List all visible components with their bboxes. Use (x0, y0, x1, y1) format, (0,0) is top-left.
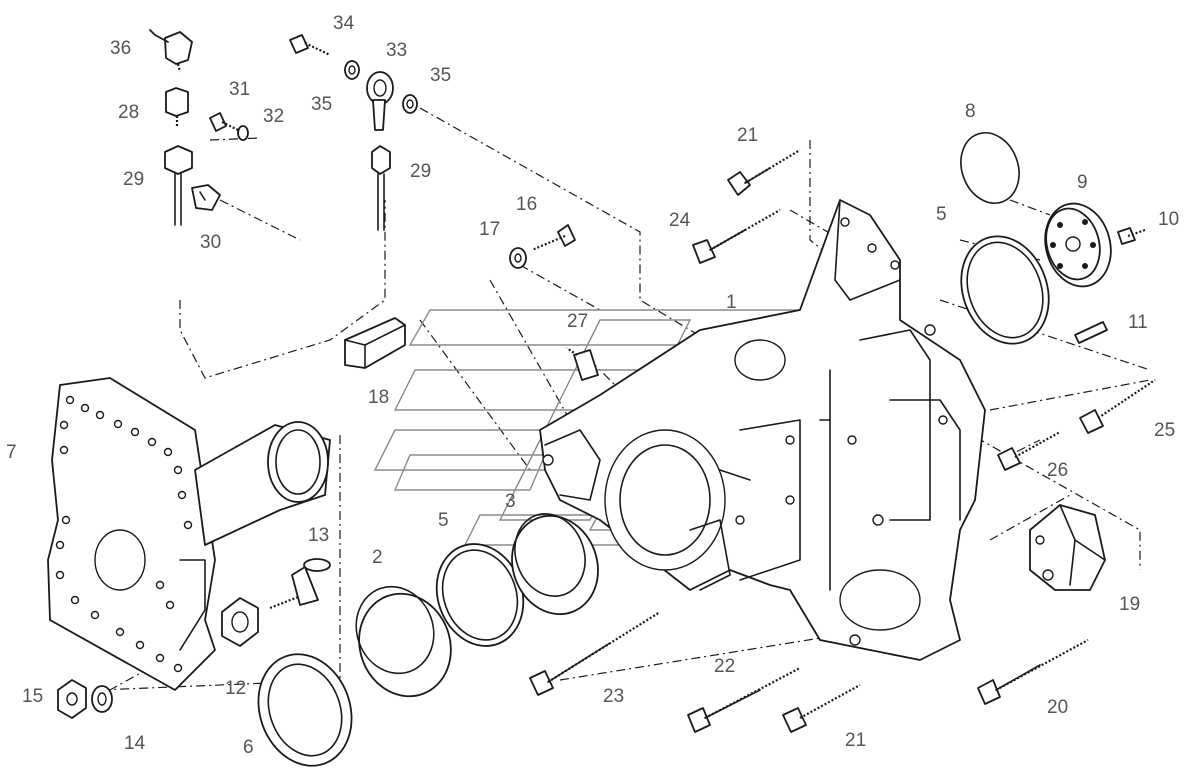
callout-27: 27 (567, 311, 588, 332)
callout-9: 9 (1077, 172, 1088, 193)
part-15-nut (57, 679, 87, 719)
part-12-nut (221, 597, 259, 647)
part-16-bolt (531, 224, 576, 252)
part-8-o-ring (960, 132, 1020, 204)
callout-25: 25 (1154, 420, 1175, 441)
part-29-nut-left (164, 145, 193, 226)
part-21-bolt-top (727, 149, 801, 196)
part-21-bolt-bottom (782, 684, 861, 733)
callout-19: 19 (1119, 594, 1140, 615)
part-35-washer-left (344, 60, 360, 80)
callout-29b: 29 (410, 161, 431, 182)
callout-18: 18 (368, 387, 389, 408)
callout-24: 24 (669, 210, 691, 231)
callout-17: 17 (479, 219, 500, 240)
callout-13: 13 (308, 525, 329, 546)
part-5-o-ring-rear (960, 235, 1050, 345)
callout-20: 20 (1047, 697, 1068, 718)
callout-35a: 35 (311, 94, 332, 115)
part-35-washer-right (402, 94, 418, 114)
callout-11: 11 (1128, 312, 1148, 333)
part-18-plug (344, 317, 406, 369)
callout-28: 28 (118, 102, 139, 123)
part-10-bolt (1117, 227, 1146, 245)
callout-12: 12 (225, 678, 246, 699)
callout-22: 22 (714, 656, 735, 677)
part-20-bolt (977, 639, 1089, 705)
part-7-cover-plate (47, 377, 331, 691)
callout-2: 2 (372, 547, 383, 568)
part-27-fitting (566, 347, 599, 381)
part-23-bolt (529, 611, 661, 696)
part-25-bolt (1079, 379, 1156, 434)
part-3-bearing-sleeve (511, 513, 599, 616)
part-6-seal (257, 653, 353, 767)
callout-26: 26 (1047, 460, 1068, 481)
part-22-bolt (687, 667, 801, 733)
part-24-bolt (692, 209, 781, 264)
part-28-adapter (165, 87, 189, 128)
callout-31: 31 (229, 79, 250, 100)
part-17-washer (509, 247, 527, 269)
part-32-washer (237, 125, 249, 141)
callout-16: 16 (516, 194, 537, 215)
part-1-gear-housing (539, 199, 986, 661)
callout-36: 36 (110, 38, 131, 59)
callout-21a: 21 (737, 125, 758, 146)
callout-15: 15 (22, 686, 43, 707)
callout-29a: 29 (123, 169, 144, 190)
part-9-hub (1044, 202, 1112, 288)
part-31-bolt (209, 112, 239, 132)
part-11-pin (1074, 321, 1108, 344)
callout-5b: 5 (936, 204, 947, 225)
callout-35b: 35 (430, 65, 451, 86)
callout-8: 8 (965, 101, 976, 122)
part-26-bolt (997, 431, 1061, 471)
callout-5a: 5 (438, 510, 449, 531)
part-2-bushing (355, 585, 452, 698)
callout-32: 32 (263, 106, 284, 127)
callout-34: 34 (333, 13, 355, 34)
part-13-stud (269, 558, 331, 610)
cover-bolt-holes (55, 395, 193, 673)
callout-33: 33 (386, 40, 407, 61)
callout-7: 7 (6, 442, 17, 463)
part-29-nut-right (371, 145, 391, 231)
part-36-elbow (149, 29, 193, 73)
part-5-o-ring-front (435, 543, 525, 647)
part-33-banjo (366, 71, 394, 131)
callout-1: 1 (726, 292, 737, 313)
callout-30: 30 (200, 232, 221, 253)
callout-3: 3 (505, 491, 516, 512)
callout-6: 6 (243, 737, 254, 758)
callout-14: 14 (124, 733, 146, 754)
callout-10: 10 (1158, 209, 1179, 230)
part-34-banjo-bolt (289, 34, 331, 56)
callout-labels: 1 2 3 5 5 6 7 8 9 10 11 12 13 14 15 16 1… (6, 13, 1179, 758)
part-30-clamp (191, 184, 221, 211)
callout-21b: 21 (845, 730, 866, 751)
part-14-washer (91, 685, 113, 713)
callout-23: 23 (603, 686, 624, 707)
part-19-bracket (1029, 504, 1106, 591)
